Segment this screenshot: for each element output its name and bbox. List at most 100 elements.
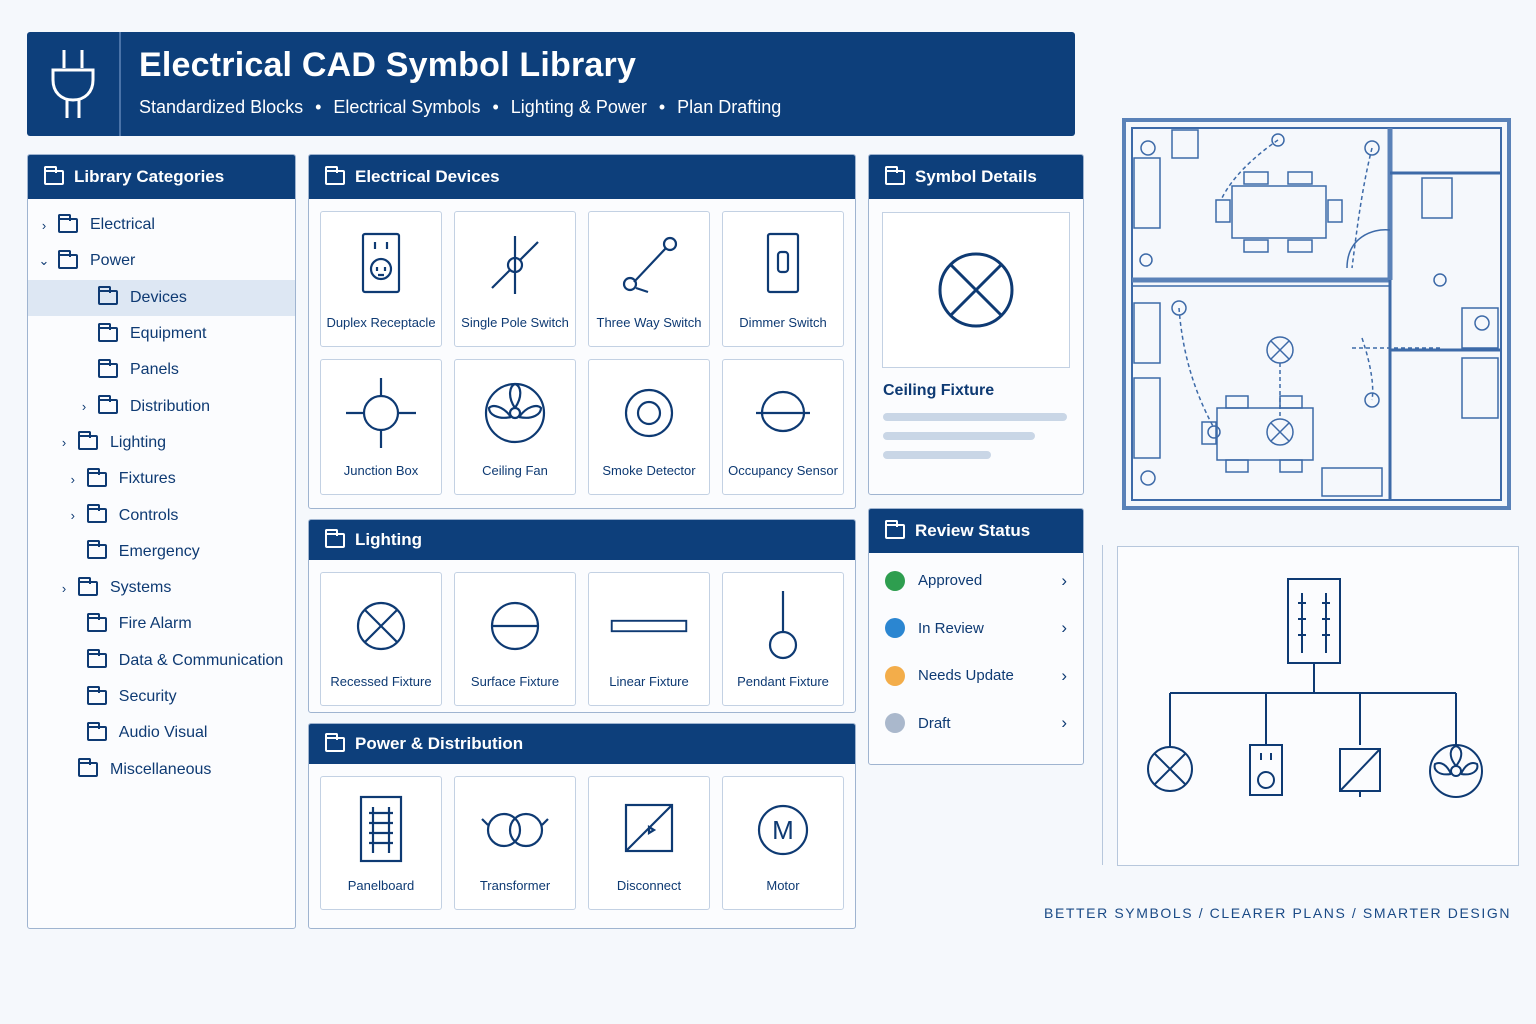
folder-icon xyxy=(44,165,64,185)
tree-item-lighting[interactable]: › Lighting xyxy=(28,425,295,461)
tree-item-label: Electrical xyxy=(90,216,155,234)
symbol-card-recessed-fixture[interactable]: Recessed Fixture xyxy=(320,572,442,706)
chevron-icon[interactable]: › xyxy=(81,399,87,415)
symbol-label: Junction Box xyxy=(343,463,419,478)
floor-plan-drawing xyxy=(1122,118,1511,510)
symbol-card-junction-box[interactable]: Junction Box xyxy=(320,359,442,495)
app-subtitle: Standardized Blocks• Electrical Symbols•… xyxy=(139,97,782,117)
status-item-needs-update[interactable]: Needs Update › xyxy=(869,652,1083,700)
chevron-icon[interactable]: › xyxy=(61,580,67,596)
status-item-draft[interactable]: Draft › xyxy=(869,700,1083,748)
one-line-diagram xyxy=(1117,546,1519,866)
chevron-right-icon[interactable]: › xyxy=(1061,713,1067,733)
symbol-card-smoke-detector[interactable]: Smoke Detector xyxy=(588,359,710,495)
chevron-right-icon[interactable]: › xyxy=(1061,665,1067,685)
tree-item-devices[interactable]: Devices xyxy=(28,279,295,316)
tree-item-label: Security xyxy=(118,688,177,705)
app-title: Electrical CAD Symbol Library xyxy=(139,46,637,84)
tree-item-systems[interactable]: ›Systems xyxy=(28,570,295,606)
symbol-label: Dimmer Switch xyxy=(739,315,827,330)
symbol-card-surface-fixture[interactable]: Surface Fixture xyxy=(454,572,576,706)
symbol-card-single-pole-switch[interactable]: Single Pole Switch xyxy=(454,211,576,347)
chevron-right-icon[interactable]: › xyxy=(1061,570,1067,590)
chevron-right-icon[interactable]: › xyxy=(1061,618,1067,638)
disconnect-icon xyxy=(610,791,688,874)
status-list: Approved › In Review › Needs Update › Draft › xyxy=(869,553,1083,747)
folder-icon xyxy=(86,612,107,632)
status-label: Draft xyxy=(918,714,951,732)
subtitle-item: Standardized Blocks xyxy=(139,97,304,117)
symbol-label: Disconnect xyxy=(616,878,682,893)
chevron-icon[interactable]: › xyxy=(70,508,75,524)
tree-item-label: Emergency xyxy=(118,542,200,560)
symbol-card-panelboard[interactable]: Panelboard xyxy=(320,776,442,910)
status-item-approved[interactable]: Approved › xyxy=(869,557,1083,605)
status-label: Needs Update xyxy=(918,667,1014,685)
symbol-label: Recessed Fixture xyxy=(330,674,432,689)
tree-item-label: Miscellaneous xyxy=(110,760,212,778)
tree-item-fire-alarm[interactable]: Fire Alarm xyxy=(28,606,295,642)
tree-item-miscellaneous[interactable]: Miscellaneous xyxy=(28,751,295,787)
tree-item-emergency[interactable]: Emergency xyxy=(28,534,295,570)
folder-icon xyxy=(325,165,345,185)
tree-item-security[interactable]: Security xyxy=(28,679,295,715)
panel-title: Symbol Details xyxy=(915,167,1037,186)
folder-icon xyxy=(86,721,107,741)
symbol-card-disconnect[interactable]: Disconnect xyxy=(588,776,710,910)
folder-icon xyxy=(885,165,905,185)
symbol-card-three-way-switch[interactable]: Three Way Switch xyxy=(588,211,710,347)
chevron-icon[interactable]: › xyxy=(41,217,47,233)
tree-item-panels[interactable]: Panels xyxy=(28,352,295,388)
status-dot xyxy=(885,618,905,639)
symbol-card-pendant-fixture[interactable]: Pendant Fixture xyxy=(722,572,844,706)
symbol-label: Single Pole Switch xyxy=(461,315,569,330)
chevron-icon[interactable]: › xyxy=(61,435,67,451)
symbol-card-transformer[interactable]: Transformer xyxy=(454,776,576,910)
tree-item-controls[interactable]: ›Controls xyxy=(28,497,295,533)
tree-item-label: Devices xyxy=(130,288,187,306)
panel-header: Library Categories xyxy=(28,155,295,199)
tagline: BETTER SYMBOLS / CLEARER PLANS / SMARTER… xyxy=(1044,905,1512,921)
tree-item-label: Equipment xyxy=(130,325,207,343)
status-dot xyxy=(885,713,905,734)
symbol-card-duplex-receptacle[interactable]: Duplex Receptacle xyxy=(320,211,442,347)
ceiling-fixture-icon xyxy=(938,252,1014,328)
text-placeholder-bar xyxy=(883,413,1067,421)
tree-item-distribution[interactable]: › Distribution xyxy=(28,388,295,424)
symbol-card-linear-fixture[interactable]: Linear Fixture xyxy=(588,572,710,706)
panel-header: Power & Distribution xyxy=(309,724,855,764)
panel-title: Power & Distribution xyxy=(355,734,524,753)
folder-icon xyxy=(78,431,98,451)
status-label: In Review xyxy=(918,619,984,637)
status-dot xyxy=(885,570,905,591)
symbol-card-occupancy-sensor[interactable]: Occupancy Sensor xyxy=(722,359,844,495)
tree-item-equipment[interactable]: Equipment xyxy=(28,316,295,352)
symbol-card-ceiling-fan[interactable]: Ceiling Fan xyxy=(454,359,576,495)
subtitle-item: Lighting & Power xyxy=(510,97,647,117)
folder-icon xyxy=(86,467,107,487)
tree-item-audio-visual[interactable]: Audio Visual xyxy=(28,715,295,751)
chevron-icon[interactable]: ⌄ xyxy=(38,253,50,269)
tree-item-electrical[interactable]: › Electrical xyxy=(28,207,295,243)
symbol-label: Surface Fixture xyxy=(470,674,560,689)
tree-item-label: Distribution xyxy=(130,397,211,415)
symbol-label: Smoke Detector xyxy=(602,463,696,478)
symbol-grid: Recessed Fixture Surface Fixture Linear Fi… xyxy=(309,560,855,712)
symbol-label: Duplex Receptacle xyxy=(326,315,436,330)
tree-item-label: Audio Visual xyxy=(118,724,208,742)
symbol-card-dimmer-switch[interactable]: Dimmer Switch xyxy=(722,211,844,347)
status-label: Approved xyxy=(918,572,983,590)
status-item-in-review[interactable]: In Review › xyxy=(869,605,1083,653)
tree-item-fixtures[interactable]: ›Fixtures xyxy=(28,461,295,497)
symbol-label: Pendant Fixture xyxy=(737,674,829,689)
chevron-icon[interactable]: › xyxy=(70,471,75,487)
symbol-label: Three Way Switch xyxy=(596,315,702,330)
symbol-label: Panelboard xyxy=(347,878,415,893)
tree-item-label: Lighting xyxy=(110,433,167,451)
tree-item-power[interactable]: ⌄Power xyxy=(28,243,295,279)
tree-item-data-communication[interactable]: Data & Communication xyxy=(28,643,295,679)
